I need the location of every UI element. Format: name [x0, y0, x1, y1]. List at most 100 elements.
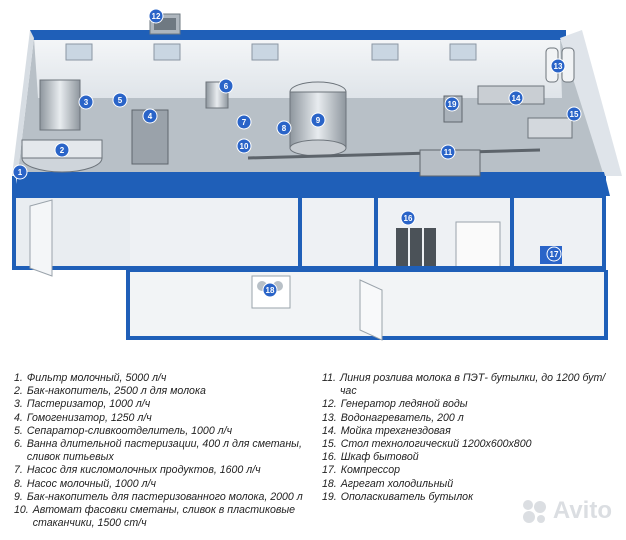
- marker-13: 13: [550, 58, 566, 74]
- legend-item: 11.Линия розлива молока в ПЭТ- бутылки, …: [322, 372, 618, 398]
- legend-item: 8.Насос молочный, 1000 л/ч: [14, 478, 314, 491]
- marker-14: 14: [508, 90, 524, 106]
- marker-5: 5: [112, 92, 128, 108]
- legend-item: 1.Фильтр молочный, 5000 л/ч: [14, 372, 314, 385]
- legend-item-text: Насос молочный, 1000 л/ч: [26, 477, 156, 490]
- legend-item: 14.Мойка трехгнездовая: [322, 425, 618, 438]
- marker-10: 10: [236, 138, 252, 154]
- marker-8: 8: [276, 120, 292, 136]
- legend-item-text: Сепаратор-сливкоотделитель, 1000 л/ч: [26, 424, 233, 437]
- legend-item-text: Автомат фасовки сметаны, сливок в пласти…: [32, 504, 296, 530]
- legend-item: 5.Сепаратор-сливкоотделитель, 1000 л/ч: [14, 425, 314, 438]
- legend-item: 2.Бак-накопитель, 2500 л для молока: [14, 385, 314, 398]
- legend-item-number: 15.: [322, 438, 337, 451]
- legend-item-text: Пастеризатор, 1000 л/ч: [26, 398, 151, 411]
- marker-label: 15: [570, 110, 579, 119]
- legend-item-number: 17.: [322, 464, 337, 477]
- legend-item-number: 13.: [322, 411, 337, 424]
- marker-label: 11: [444, 148, 453, 157]
- marker-3: 3: [78, 94, 94, 110]
- marker-label: 8: [282, 124, 287, 133]
- legend-item-number: 18.: [322, 477, 337, 490]
- legend-item-number: 12.: [322, 398, 337, 411]
- marker-19: 19: [444, 96, 460, 112]
- legend-item-number: 3.: [14, 398, 23, 411]
- legend-item: 15.Стол технологический 1200х600х800: [322, 438, 618, 451]
- legend-item-number: 8.: [14, 477, 23, 490]
- marker-label: 9: [316, 116, 321, 125]
- marker-label: 18: [266, 286, 275, 295]
- marker-label: 4: [148, 112, 153, 121]
- legend-item-text: Агрегат холодильный: [340, 477, 454, 490]
- legend-item-number: 19.: [322, 490, 337, 503]
- legend-item-number: 6.: [14, 438, 23, 451]
- legend-item-text: Ванна длительной пастеризации, 400 л для…: [26, 438, 302, 464]
- marker-label: 19: [448, 100, 457, 109]
- legend-item-number: 9.: [14, 490, 23, 503]
- legend-item-number: 14.: [322, 424, 337, 437]
- legend-item-text: Насос для кисломолочных продуктов, 1600 …: [26, 464, 261, 477]
- legend-item-number: 10.: [14, 504, 29, 517]
- legend-item-text: Бак-накопитель для пастеризованного моло…: [26, 490, 303, 503]
- avito-logo-icon: [522, 500, 546, 523]
- legend-item-text: Ополаскиватель бутылок: [340, 490, 474, 503]
- legend-item-text: Компрессор: [340, 464, 401, 477]
- marker-15: 15: [566, 106, 582, 122]
- legend-item-number: 2.: [14, 385, 23, 398]
- legend-item-text: Гомогенизатор, 1250 л/ч: [26, 411, 152, 424]
- marker-17: 17: [546, 246, 562, 262]
- legend-item: 3.Пастеризатор, 1000 л/ч: [14, 398, 314, 411]
- marker-label: 1: [18, 168, 23, 177]
- legend-item-text: Бак-накопитель, 2500 л для молока: [26, 385, 206, 398]
- marker-label: 10: [240, 142, 249, 151]
- marker-7: 7: [236, 114, 252, 130]
- legend-item: 13.Водонагреватель, 200 л: [322, 412, 618, 425]
- legend-item: 6.Ванна длительной пастеризации, 400 л д…: [14, 438, 314, 464]
- legend-item-text: Фильтр молочный, 5000 л/ч: [26, 372, 167, 384]
- avito-watermark: Avito: [519, 496, 612, 526]
- legend-right-column: 11.Линия розлива молока в ПЭТ- бутылки, …: [322, 372, 618, 504]
- legend-item-text: Генератор ледяной воды: [340, 398, 468, 411]
- marker-16: 16: [400, 210, 416, 226]
- marker-label: 17: [550, 250, 559, 259]
- legend-item-number: 4.: [14, 411, 23, 424]
- legend-item: 4.Гомогенизатор, 1250 л/ч: [14, 412, 314, 425]
- marker-9: 9: [310, 112, 326, 128]
- marker-label: 6: [224, 82, 229, 91]
- marker-12: 12: [148, 8, 164, 24]
- marker-18: 18: [262, 282, 278, 298]
- legend-item-text: Стол технологический 1200х600х800: [340, 438, 532, 451]
- marker-4: 4: [142, 108, 158, 124]
- marker-6: 6: [218, 78, 234, 94]
- marker-label: 16: [404, 214, 413, 223]
- legend-item-text: Линия розлива молока в ПЭТ- бутылки, до …: [339, 372, 606, 398]
- marker-11: 11: [440, 144, 456, 160]
- legend-item-text: Шкаф бытовой: [340, 451, 419, 464]
- legend-item: 12.Генератор ледяной воды: [322, 398, 618, 411]
- legend-item: 17.Компрессор: [322, 464, 618, 477]
- legend-item-number: 11.: [322, 372, 336, 384]
- marker-label: 3: [84, 98, 89, 107]
- legend-item-number: 1.: [14, 372, 23, 384]
- marker-label: 12: [152, 12, 161, 21]
- marker-label: 13: [554, 62, 563, 71]
- legend-item: 7.Насос для кисломолочных продуктов, 160…: [14, 464, 314, 477]
- annex-container: [126, 268, 608, 341]
- marker-2: 2: [54, 142, 70, 158]
- watermark-text: Avito: [552, 497, 612, 524]
- marker-label: 14: [512, 94, 521, 103]
- legend-item: 10.Автомат фасовки сметаны, сливок в пла…: [14, 504, 314, 530]
- legend-item-number: 16.: [322, 451, 337, 464]
- marker-label: 2: [60, 146, 65, 155]
- legend-item-number: 5.: [14, 424, 23, 437]
- marker-label: 5: [118, 96, 123, 105]
- marker-1: 1: [12, 164, 28, 180]
- legend-item: 9.Бак-накопитель для пастеризованного мо…: [14, 491, 314, 504]
- legend-item: 16.Шкаф бытовой: [322, 451, 618, 464]
- legend-item-text: Водонагреватель, 200 л: [340, 411, 464, 424]
- legend-item-number: 7.: [14, 464, 23, 477]
- legend-item: 19.Ополаскиватель бутылок: [322, 491, 618, 504]
